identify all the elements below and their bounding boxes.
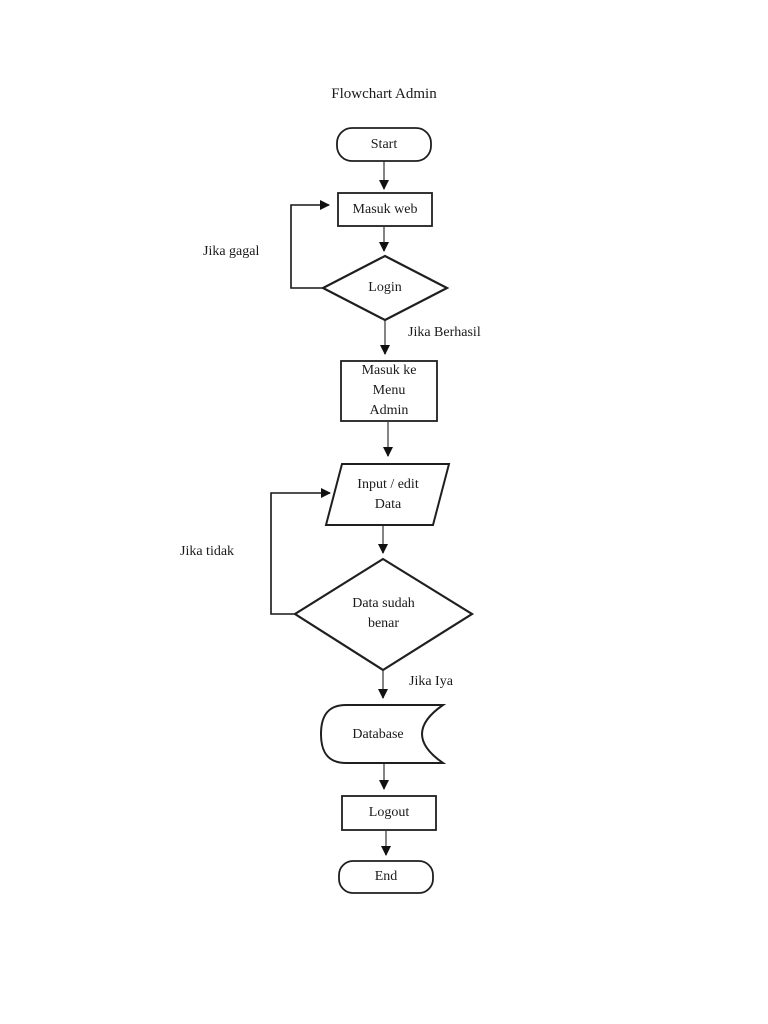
database-stored-data-shape — [319, 704, 447, 764]
input-edit-io-shape — [324, 463, 451, 526]
edge-label-jika-gagal: Jika gagal — [203, 244, 260, 259]
logout-process-shape — [341, 795, 437, 831]
login-label: Login — [368, 280, 402, 295]
edge-label-jika-tidak: Jika tidak — [180, 544, 235, 559]
edge-label-jika-iya: Jika Iya — [409, 674, 453, 689]
database-label: Database — [352, 726, 404, 742]
page-title: Flowchart Admin — [331, 86, 437, 102]
start-terminator-shape — [336, 127, 432, 162]
input-edit-label: Input / edit Data — [357, 476, 419, 512]
menu-admin-process-shape — [340, 360, 438, 422]
masuk-web-label: Masuk web — [352, 201, 418, 217]
logout-label: Logout — [368, 805, 410, 820]
loop-jika-gagal — [290, 200, 330, 289]
edge-label-jika-berhasil: Jika Berhasil — [408, 325, 481, 340]
menu-admin-label: Masuk ke Menu Admin — [361, 363, 417, 418]
masuk-web-process-shape — [337, 192, 433, 227]
data-benar-label: Data sudah benar — [352, 596, 415, 631]
end-label: End — [374, 869, 398, 884]
data-benar-decision-shape — [292, 557, 475, 672]
end-terminator-shape — [338, 860, 434, 894]
start-label: Start — [370, 136, 398, 152]
login-decision-shape — [320, 254, 450, 322]
loop-jika-tidak — [270, 488, 331, 615]
